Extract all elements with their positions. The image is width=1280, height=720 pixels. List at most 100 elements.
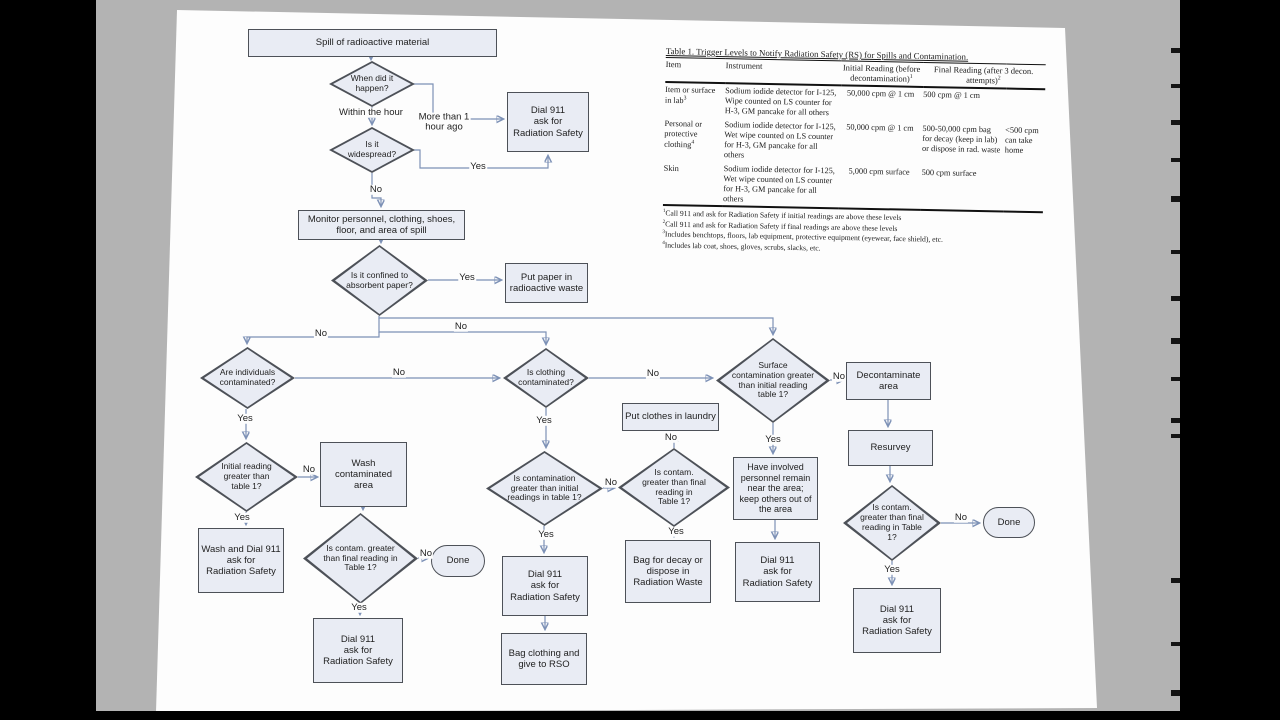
edge-label-no-laundry: No [663,431,679,444]
cell-final: 500-50,000 cpm bag for decay (keep in la… [921,123,1001,155]
film-edge-mark [1171,377,1180,381]
film-edge-mark [1171,296,1180,301]
diamond-label: Initial reading greater than table 1? [221,461,272,491]
film-edge-mark [1171,434,1180,438]
table-row: Skin Sodium iodide detector for I-125, W… [662,160,1044,213]
node-resurvey: Resurvey [848,430,933,466]
cell-extra [1005,89,1045,125]
cell-extra [1004,167,1044,213]
node-monitor: Monitor personnel, clothing, shoes, floo… [298,210,465,240]
node-wash-area: Wash contaminated area [320,442,407,507]
film-edge-mark [1171,120,1180,125]
node-when-did-it-happen: When did it happen? [329,61,415,107]
film-edge-mark [1171,338,1180,344]
node-done-left: Done [431,545,485,577]
node-individuals-contaminated: Are individuals contaminated? [200,347,295,409]
edge-label-no-contam-initial: No [603,476,619,489]
diamond-label: Is contamination greater than initial re… [507,472,582,503]
edge-label-no-individuals: No [391,366,407,379]
edge-label-yes-contam-initial: Yes [537,528,555,541]
edge-label-no-surface: No [831,370,847,383]
node-dial911-bottom-right: Dial 911 ask for Radiation Safety [853,588,941,653]
edge-label-yes-clothing: Yes [535,414,553,427]
node-decontaminate: Decontaminate area [846,362,931,400]
diamond-label: Is contam. greater than final reading in… [323,542,398,573]
node-have-involved: Have involved personnel remain near the … [733,457,818,520]
diamond-label: Is contam. greater than final reading in… [860,502,924,542]
edge-label-yes-initial: Yes [233,511,251,524]
edge-label-yes-final-left: Yes [350,601,368,614]
diamond-label: Are individuals contaminated? [219,367,276,387]
node-clothing-contaminated: Is clothing contaminated? [503,348,589,408]
node-dial911-top: Dial 911 ask for Radiation Safety [507,92,589,152]
cell-item: Personal or protective clothing4 [664,118,703,150]
table-grid: Item Instrument Initial Reading (before … [662,56,1046,214]
node-bag-decay: Bag for decay or dispose in Radiation Wa… [625,540,711,603]
trigger-levels-table: Table 1. Trigger Levels to Notify Radiat… [662,46,1046,257]
edge-label-yes-surface: Yes [764,433,782,446]
cell-final: 500 cpm surface [921,167,977,178]
film-edge-mark [1171,642,1180,646]
col-header-final: Final Reading (after 3 decon. attempts)2 [933,64,1034,86]
diamond-label: Is clothing contaminated? [518,367,574,387]
edge-label-yes-final-mid: Yes [667,525,685,538]
film-edge-mark [1171,418,1180,423]
cell-instrument: Sodium iodide detector for I-125, Wipe c… [724,86,837,118]
diamond-label: When did it happen? [350,73,394,93]
node-contam-greater-final-right: Is contam. greater than final reading in… [843,485,941,561]
node-initial-reading-greater: Initial reading greater than table 1? [195,442,298,512]
letterbox-bottom [0,711,1280,720]
node-contam-greater-final-left: Is contam. greater than final reading in… [303,513,418,604]
col-header-instrument: Instrument [725,60,763,71]
edge-label-no-final-right: No [953,511,969,524]
col-header-initial: Initial Reading (before decontamination)… [842,62,921,84]
edge-label-within-hour: Within the hour [338,106,404,119]
node-put-paper: Put paper in radioactive waste [505,263,588,303]
cell-initial: 50,000 cpm @ 1 cm [846,122,914,133]
edge-label-no-widespread: No [368,183,384,196]
edge-label-yes-confined: Yes [458,271,476,284]
letterbox-right [1180,0,1280,720]
cell-instrument: Sodium iodide detector for I-125, Wet wi… [723,119,836,160]
film-edge-mark [1171,250,1180,254]
edge-label-no-branch-mid: No [453,320,469,333]
diamond-label: Is it widespread? [347,139,397,159]
node-spill: Spill of radioactive material [248,29,497,57]
cell-final: 500 cpm @ 1 cm [923,89,981,101]
film-edge-mark [1171,690,1180,696]
node-dial911-right: Dial 911 ask for Radiation Safety [735,542,820,602]
cell-item: Item or surface in lab3 [664,84,716,106]
cell-instrument: Sodium iodide detector for I-125, Wet wi… [723,163,836,204]
diamond-label: Is contam. greater than final reading in… [642,466,706,507]
node-surface-contamination: Surface contamination greater than initi… [716,338,830,423]
diamond-label: Surface contamination greater than initi… [731,359,815,400]
cell-item: Skin [663,163,679,173]
node-contam-greater-initial: Is contamination greater than initial re… [486,451,603,526]
node-is-it-widespread: Is it widespread? [329,127,415,173]
diamond-label: Is it confined to absorbent paper? [346,269,413,290]
film-edge-mark [1171,84,1180,88]
cell-initial: 5,000 cpm surface [848,166,910,177]
film-edge-mark [1171,48,1180,53]
edge-label-yes-widespread: Yes [469,160,487,173]
edge-label-no-initial: No [301,463,317,476]
edge-label-more-than-hour: More than 1 hour ago [417,111,471,134]
edge-label-no-branch-left: No [313,327,329,340]
col-header-item: Item [665,58,682,70]
edge-label-yes-final-right: Yes [883,563,901,576]
edge-label-no-clothing: No [645,367,661,380]
node-confined-to-paper: Is it confined to absorbent paper? [331,245,428,316]
node-wash-dial911: Wash and Dial 911 ask for Radiation Safe… [198,528,284,593]
node-contam-greater-final-mid: Is contam. greater than final reading in… [618,448,730,527]
film-edge-mark [1171,578,1180,583]
cell-initial: 50,000 cpm @ 1 cm [846,88,915,99]
letterbox-left [0,0,96,720]
table-row: Personal or protective clothing4 Sodium … [664,117,1045,168]
node-laundry: Put clothes in laundry [622,403,719,431]
node-done-right: Done [983,507,1035,538]
node-bag-clothing: Bag clothing and give to RSO [501,633,587,685]
table-footnotes: 1Call 911 and ask for Radiation Safety i… [662,208,1043,257]
film-edge-mark [1171,196,1180,202]
edge-label-yes-individuals: Yes [236,412,254,425]
node-dial911-mid: Dial 911 ask for Radiation Safety [502,556,588,616]
